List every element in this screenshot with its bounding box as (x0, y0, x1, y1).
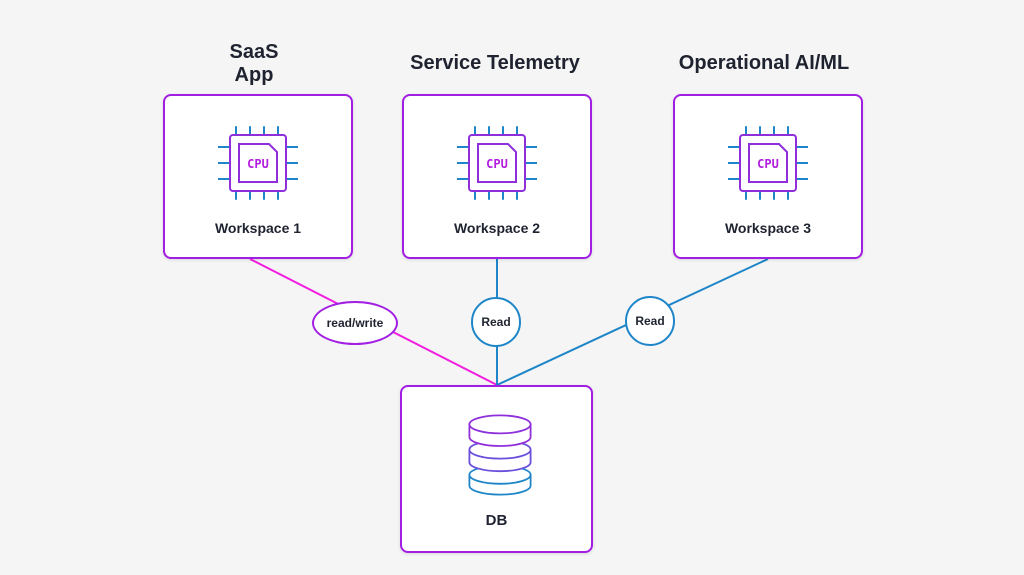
heading-operational-ai-ml: Operational AI/ML (678, 52, 850, 74)
cpu-icon: CPU (218, 126, 298, 200)
workspace-1-box[interactable]: CPU Workspace 1 (163, 94, 353, 259)
heading-saas-app: SaaS App (196, 41, 312, 87)
edge-label-read-workspace-3: Read (625, 296, 675, 346)
workspace-2-label: Workspace 2 (453, 220, 541, 236)
heading-saas-app-line2: App (234, 64, 274, 86)
edge-label-read-write: read/write (312, 301, 398, 345)
workspace-1-label: Workspace 1 (214, 220, 302, 236)
workspace-3-box[interactable]: CPU Workspace 3 (673, 94, 863, 259)
cpu-chip-text: CPU (757, 157, 779, 171)
db-box[interactable]: DB (400, 385, 593, 553)
cpu-icon: CPU (728, 126, 808, 200)
database-icon (468, 414, 532, 496)
heading-service-telemetry: Service Telemetry (410, 52, 580, 74)
cpu-chip-text: CPU (486, 157, 508, 171)
workspace-2-box[interactable]: CPU Workspace 2 (402, 94, 592, 259)
edge-label-read-workspace-2: Read (471, 297, 521, 347)
cpu-chip-text: CPU (247, 157, 269, 171)
cpu-icon: CPU (457, 126, 537, 200)
db-label: DB (485, 512, 508, 529)
heading-saas-app-line1: SaaS (229, 41, 279, 63)
workspace-3-label: Workspace 3 (724, 220, 812, 236)
